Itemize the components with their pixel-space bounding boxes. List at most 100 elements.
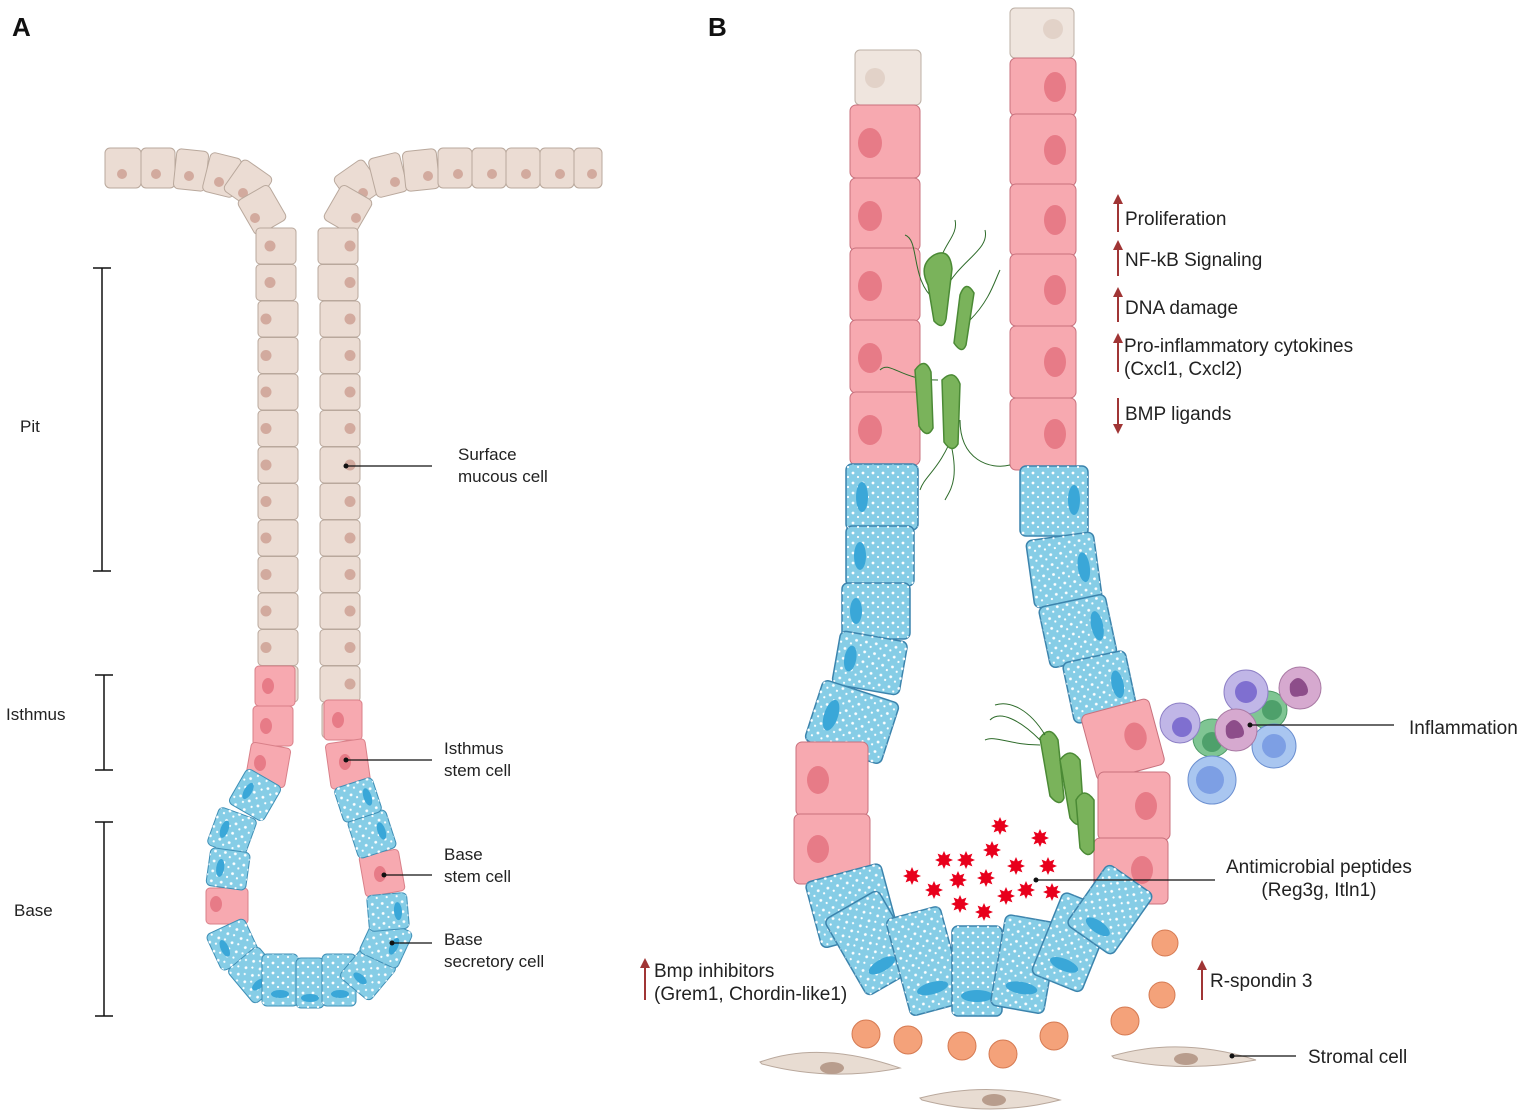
arrow-down-bmp xyxy=(1113,398,1123,434)
peptide-mark xyxy=(935,851,953,869)
bmp-inhibitors-label: Bmp inhibitors (Grem1, Chordin-like1) xyxy=(654,960,847,1006)
bacterium xyxy=(1075,792,1095,856)
peptide-mark xyxy=(903,867,921,885)
stem-cell xyxy=(1009,183,1077,257)
effect-proliferation: Proliferation xyxy=(1125,209,1227,230)
effect-nfkb: NF-kB Signaling xyxy=(1125,250,1263,271)
arrow-up-cytokines xyxy=(1113,333,1123,372)
secretory-cells-left xyxy=(804,463,919,764)
label-line: (Grem1, Chordin-like1) xyxy=(654,984,848,1005)
label-line: mucous cell xyxy=(458,467,548,486)
label-line: Surface xyxy=(458,445,517,464)
surface-mucous-cell xyxy=(255,227,297,265)
effect-cytokines: Pro-inflammatory cytokines (Cxcl1, Cxcl2… xyxy=(1124,335,1353,381)
surface-cell xyxy=(1009,7,1075,59)
surface-mucous-pointer xyxy=(343,463,349,469)
label-line: Base xyxy=(444,845,483,864)
effect-dna-damage: DNA damage xyxy=(1125,298,1239,319)
peptide-mark xyxy=(1043,883,1061,901)
panel-a-leaders xyxy=(346,465,432,944)
base-stem-pointer xyxy=(381,872,387,878)
region-label-base: Base xyxy=(14,901,53,920)
bacterium xyxy=(923,252,953,327)
peptide-mark xyxy=(983,841,1001,859)
pit-bracket xyxy=(93,267,111,572)
arrow-up-proliferation xyxy=(1113,194,1123,232)
label-line: Pro-inflammatory cytokines xyxy=(1124,336,1354,357)
stromal-cell-label: Stromal cell xyxy=(1308,1047,1408,1068)
panel-label-b: B xyxy=(708,12,727,42)
region-label-pit: Pit xyxy=(20,417,40,436)
isthmus-bracket xyxy=(95,674,113,771)
arrow-up-bmp-inhibitors xyxy=(640,958,650,1000)
base-secretory-cell-label: Base secretory cell xyxy=(444,929,544,973)
base-bracket xyxy=(95,821,113,1017)
arrow-up-nfkb xyxy=(1113,240,1123,276)
bacterium xyxy=(941,374,961,450)
stem-cell xyxy=(1009,325,1077,399)
peptide-mark xyxy=(949,871,967,889)
inflammation-label: Inflammation xyxy=(1409,718,1518,739)
label-line: stem cell xyxy=(444,761,512,780)
panel-a-gland xyxy=(104,147,603,1009)
peptide-mark xyxy=(951,895,969,913)
stem-cell xyxy=(1009,113,1077,187)
immune-cells xyxy=(1159,666,1322,805)
surface-mucous-cell xyxy=(255,264,297,301)
peptide-mark xyxy=(975,903,993,921)
arrow-up-r-spondin xyxy=(1197,960,1207,1000)
peptide-mark xyxy=(957,851,975,869)
bacterium xyxy=(1039,730,1065,804)
inflammation-pointer xyxy=(1247,722,1253,728)
label-line: secretory cell xyxy=(444,952,545,971)
surface-cell xyxy=(854,49,922,106)
effect-bmp-ligands: BMP ligands xyxy=(1125,404,1232,425)
label-line: (Reg3g, Itln1) xyxy=(1261,880,1377,901)
effect-arrows xyxy=(640,194,1207,1000)
secretory-cells-right xyxy=(1019,465,1138,724)
peptide-mark xyxy=(925,881,943,899)
base-secretory-pointer xyxy=(389,940,395,946)
isthmus-stem-cells xyxy=(205,665,406,925)
antimicrobial-peptides-label: Antimicrobial peptides (Reg3g, Itln1) xyxy=(1226,856,1412,902)
stem-cell xyxy=(1009,253,1077,327)
stem-cells-left xyxy=(849,104,921,466)
base-stem-cell-label: Base stem cell xyxy=(444,844,511,888)
isthmus-stem-cell-label: Isthmus stem cell xyxy=(444,738,511,782)
antimicrobial-peptides xyxy=(903,817,1061,921)
surface-mucous-cell-label: Surface mucous cell xyxy=(458,444,548,488)
label-line: (Cxcl1, Cxcl2) xyxy=(1124,359,1243,380)
label-line: Antimicrobial peptides xyxy=(1226,857,1412,878)
surface-epithelium-left xyxy=(104,147,287,235)
peptide-mark xyxy=(977,869,995,887)
peptide-mark xyxy=(1039,857,1057,875)
peptide-mark xyxy=(1031,829,1049,847)
bacterium xyxy=(914,362,934,435)
stromal-cells xyxy=(759,1046,1257,1110)
arrow-up-dna xyxy=(1113,287,1123,322)
r-spondin-secretion xyxy=(851,929,1179,1069)
label-line: Isthmus xyxy=(444,739,504,758)
r-spondin-label: R-spondin 3 xyxy=(1210,971,1313,992)
peptide-mark xyxy=(1007,857,1025,875)
base-secretory-cells xyxy=(205,769,413,1009)
base-secretory-cells-b xyxy=(805,863,1153,1017)
pit-cells-left xyxy=(255,227,299,703)
peptide-mark xyxy=(991,817,1009,835)
pit-cells-right xyxy=(317,227,363,739)
panel-b-gland xyxy=(759,7,1322,1110)
peptide-mark xyxy=(1017,881,1035,899)
helicobacter-bacteria-lower xyxy=(984,703,1046,746)
stem-cell xyxy=(1009,57,1077,117)
stem-cells-right xyxy=(1009,57,1077,471)
label-line: Base xyxy=(444,930,483,949)
surface-epithelium-right xyxy=(323,147,603,235)
region-label-isthmus: Isthmus xyxy=(6,705,66,724)
panel-label-a: A xyxy=(12,12,31,42)
peptide-mark xyxy=(997,887,1015,905)
antimicrobial-pointer xyxy=(1033,877,1039,883)
bacterium xyxy=(953,285,975,351)
isthmus-stem-pointer xyxy=(343,757,349,763)
stem-cells-lower-left xyxy=(793,741,871,885)
